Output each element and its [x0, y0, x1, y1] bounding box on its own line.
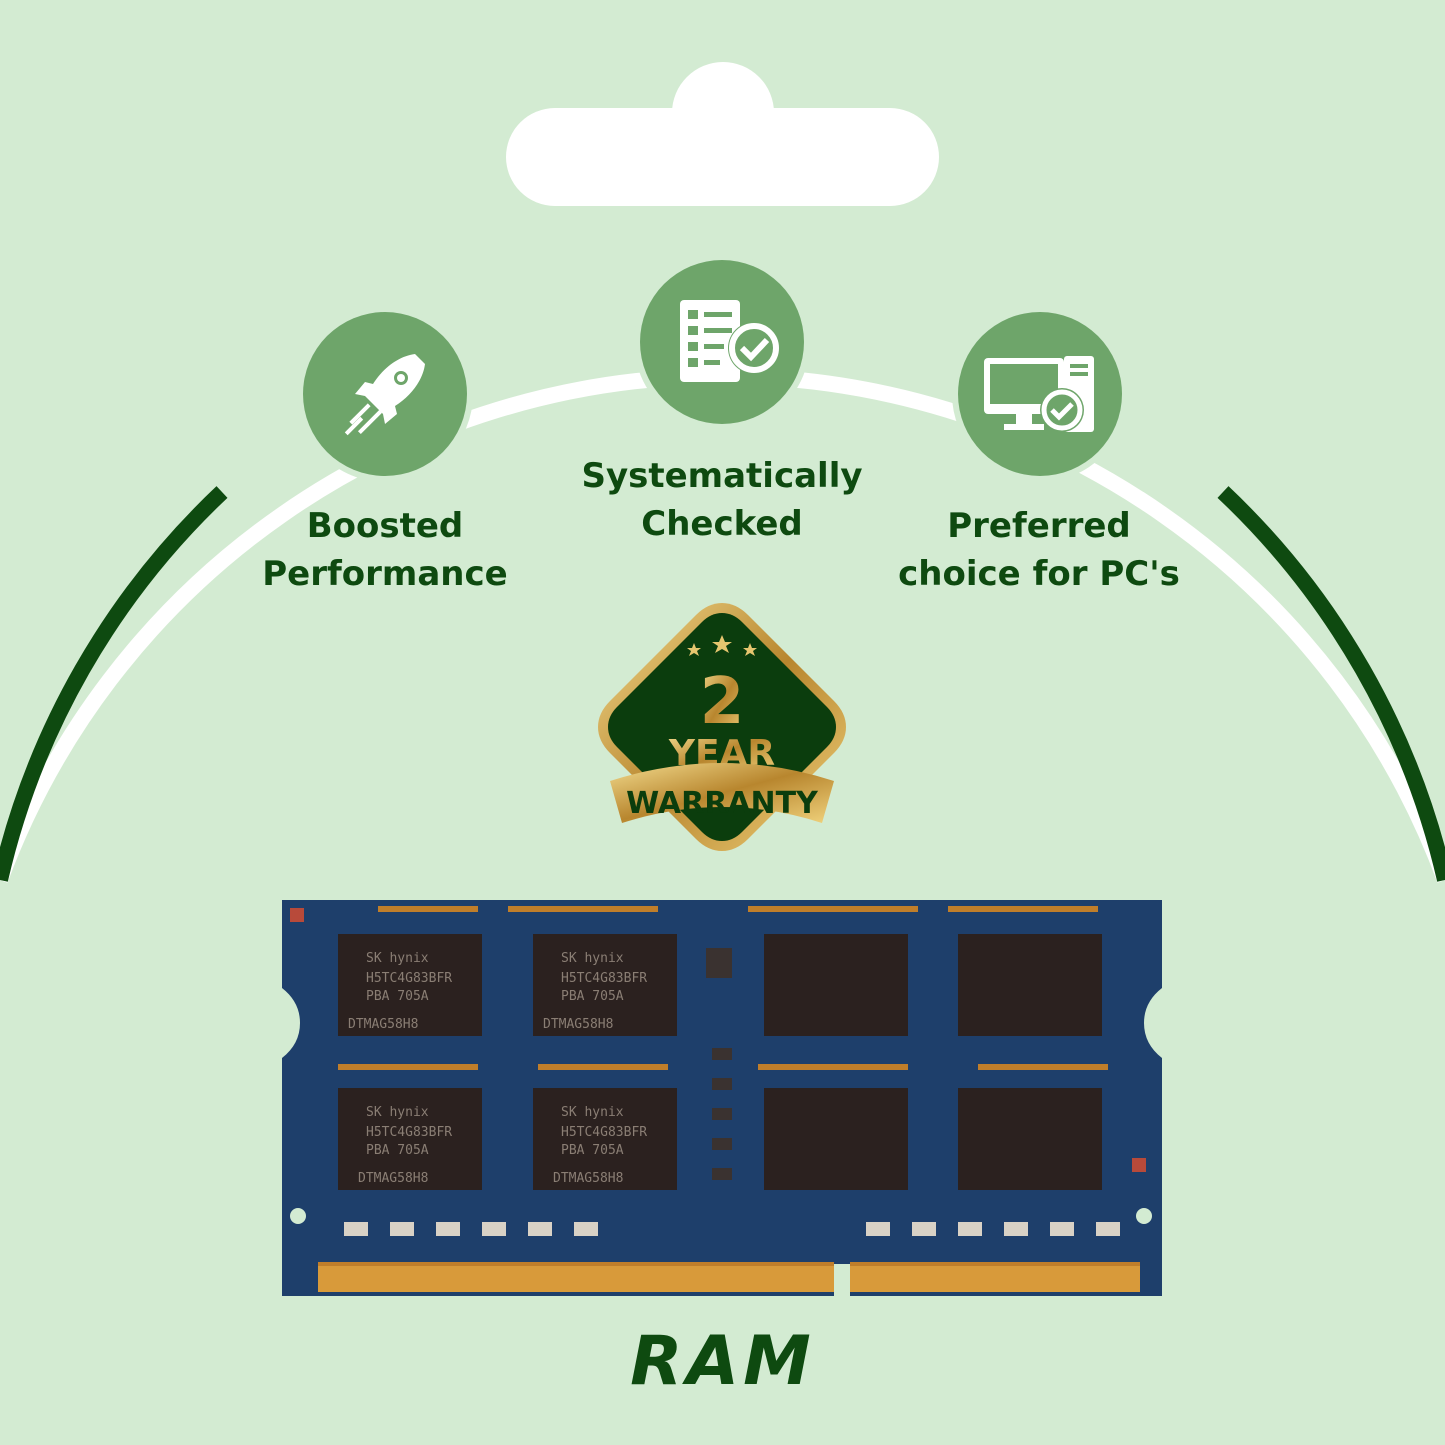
brand-logo: RAM — [630, 1322, 815, 1401]
feature-line: Boosted — [306, 506, 464, 546]
chip-lot: DTMAG58H8 — [348, 1017, 418, 1032]
feature-systematically-checked: Systematically Checked — [560, 452, 884, 548]
warranty-ribbon-text: WARRANTY — [626, 786, 819, 821]
chip-code: PBA 705A — [561, 989, 624, 1004]
chip-part: H5TC4G83BFR — [366, 1125, 452, 1140]
chip-lot: DTMAG58H8 — [358, 1171, 428, 1186]
chip-brand: SK hynix — [366, 1105, 429, 1120]
stars-icon — [687, 635, 757, 656]
ram-module-image: SK hynix H5TC4G83BFR PBA 705A DTMAG58H8 … — [282, 900, 1162, 1296]
checklist-icon — [640, 260, 804, 424]
chip-code: PBA 705A — [366, 1143, 429, 1158]
feature-preferred-choice: Preferred choice for PC's — [880, 502, 1198, 598]
chip-brand: SK hynix — [366, 951, 429, 966]
chip-code: PBA 705A — [366, 989, 429, 1004]
chip-part: H5TC4G83BFR — [561, 1125, 647, 1140]
chip-code: PBA 705A — [561, 1143, 624, 1158]
memory-chips — [338, 934, 1102, 1190]
computer-check-icon — [958, 312, 1122, 476]
rocket-icon — [303, 312, 467, 476]
chip-lot: DTMAG58H8 — [553, 1171, 623, 1186]
chip-brand: SK hynix — [561, 951, 624, 966]
feature-line: choice for PC's — [898, 554, 1180, 594]
chip-part: H5TC4G83BFR — [561, 971, 647, 986]
warranty-number: 2 — [700, 665, 745, 739]
warranty-badge: 2 YEAR WARRANTY — [598, 603, 846, 851]
feature-line: Systematically — [581, 456, 863, 496]
chip-part: H5TC4G83BFR — [366, 971, 452, 986]
feature-line: Checked — [641, 504, 803, 544]
hanger-tab — [506, 108, 939, 206]
feature-boosted-performance: Boosted Performance — [230, 502, 540, 598]
chip-lot: DTMAG58H8 — [543, 1017, 613, 1032]
feature-line: Preferred — [947, 506, 1131, 546]
feature-line: Performance — [262, 554, 508, 594]
chip-brand: SK hynix — [561, 1105, 624, 1120]
